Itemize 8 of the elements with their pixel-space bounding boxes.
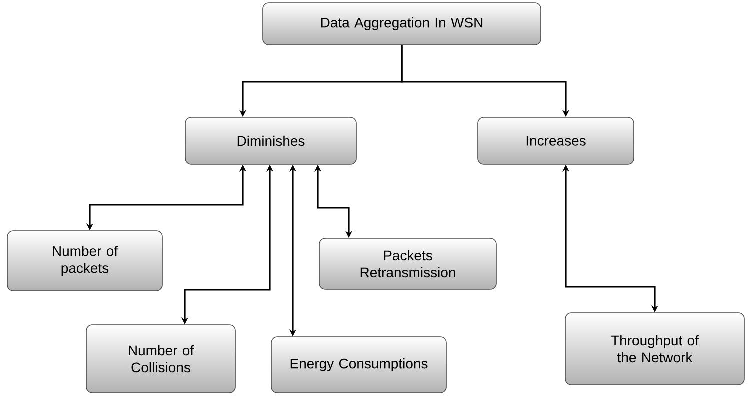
process-box: Number of packets <box>7 230 163 292</box>
process-box: Data Aggregation In WSN <box>262 2 542 46</box>
process-box: Increases <box>478 117 634 165</box>
process-box: Energy Consumptions <box>271 336 447 394</box>
process-box: Diminishes <box>185 117 357 165</box>
process-box: Throughput of the Network <box>565 312 745 386</box>
process-box: Number of Collisions <box>86 324 236 394</box>
process-box: Packets Retransmission <box>319 238 497 290</box>
